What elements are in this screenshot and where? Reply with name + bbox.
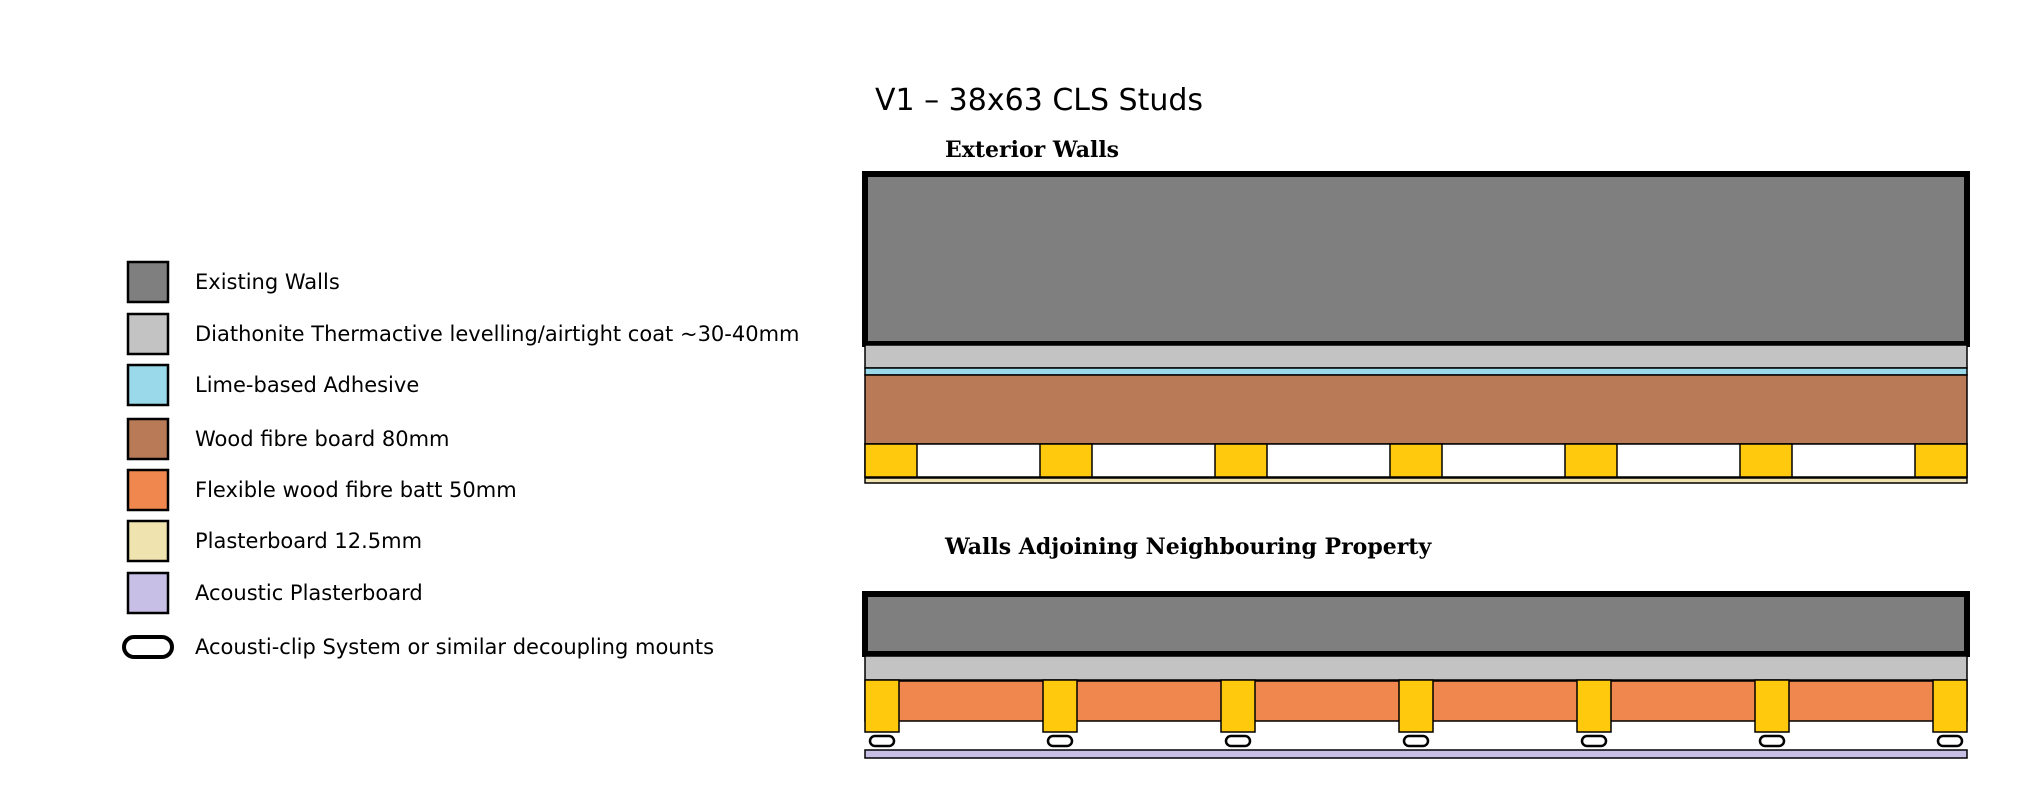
acousti-clip [868, 734, 896, 748]
legend-label-wood-fibre-board-80mm: Wood fibre board 80mm [195, 427, 450, 451]
legend-label-acousti-clip-system-or-similar-decouplin: Acousti-clip System or similar decouplin… [195, 635, 714, 659]
adjoining-walls-title: Walls Adjoining Neighbouring Property [944, 534, 1432, 560]
exterior-stud [1914, 443, 1968, 478]
acousti-clip [1046, 734, 1074, 748]
legend-swatch-flexible-wood-fibre-batt-50mm [126, 468, 170, 512]
legend-label-diathonite-thermactive-levelling-airtigh: Diathonite Thermactive levelling/airtigh… [195, 322, 800, 346]
acousti-clip [1402, 734, 1430, 748]
legend-label-acoustic-plasterboard: Acoustic Plasterboard [195, 581, 423, 605]
exterior-stud [864, 443, 918, 478]
acousti-clip [1758, 734, 1786, 748]
adjoining-acoustic-plasterboard-layer [864, 749, 1968, 759]
exterior-stud [1564, 443, 1618, 478]
legend-swatch-acousti-clip-system-or-similar-decouplin [122, 635, 174, 659]
exterior-plasterboard-layer [864, 477, 1968, 484]
adjoining-wall-section [862, 591, 1970, 759]
adjoining-existing-wall-layer [862, 591, 1970, 657]
legend-swatch-acoustic-plasterboard [126, 571, 170, 615]
exterior-wood-fibre-board-layer [864, 374, 1968, 445]
adjoining-stud [1754, 679, 1790, 733]
acousti-clip [1936, 734, 1964, 748]
exterior-adhesive-layer [864, 367, 1968, 376]
legend-label-existing-walls: Existing Walls [195, 270, 340, 294]
legend-swatch-existing-walls [126, 260, 170, 304]
legend-label-lime-based-adhesive: Lime-based Adhesive [195, 373, 419, 397]
exterior-diathonite-layer [864, 344, 1968, 369]
legend-swatch-diathonite-thermactive-levelling-airtigh [126, 312, 170, 356]
legend-swatch-lime-based-adhesive [126, 363, 170, 407]
adjoining-stud [1932, 679, 1968, 733]
exterior-wall-section [862, 171, 1970, 484]
diagram-title: V1 – 38x63 CLS Studs [875, 83, 1203, 118]
exterior-stud [1389, 443, 1443, 478]
adjoining-stud [864, 679, 900, 733]
adjoining-stud [1576, 679, 1612, 733]
legend-swatch-plasterboard-12-5mm [126, 519, 170, 563]
acousti-clip [1224, 734, 1252, 748]
adjoining-stud [1042, 679, 1078, 733]
exterior-studs [864, 443, 1968, 478]
adjoining-stud [1220, 679, 1256, 733]
adjoining-studs [864, 679, 1968, 733]
legend-label-flexible-wood-fibre-batt-50mm: Flexible wood fibre batt 50mm [195, 478, 517, 502]
adjoining-stud [1398, 679, 1434, 733]
exterior-walls-title: Exterior Walls [945, 137, 1119, 163]
exterior-existing-wall-layer [862, 171, 1970, 347]
exterior-stud [1039, 443, 1093, 478]
adjoining-acousti-clips [868, 734, 1964, 748]
exterior-stud [1739, 443, 1793, 478]
adjoining-diathonite-layer [864, 655, 1968, 681]
legend-swatch-wood-fibre-board-80mm [126, 417, 170, 461]
acousti-clip [1580, 734, 1608, 748]
exterior-stud [1214, 443, 1268, 478]
legend-label-plasterboard-12-5mm: Plasterboard 12.5mm [195, 529, 422, 553]
